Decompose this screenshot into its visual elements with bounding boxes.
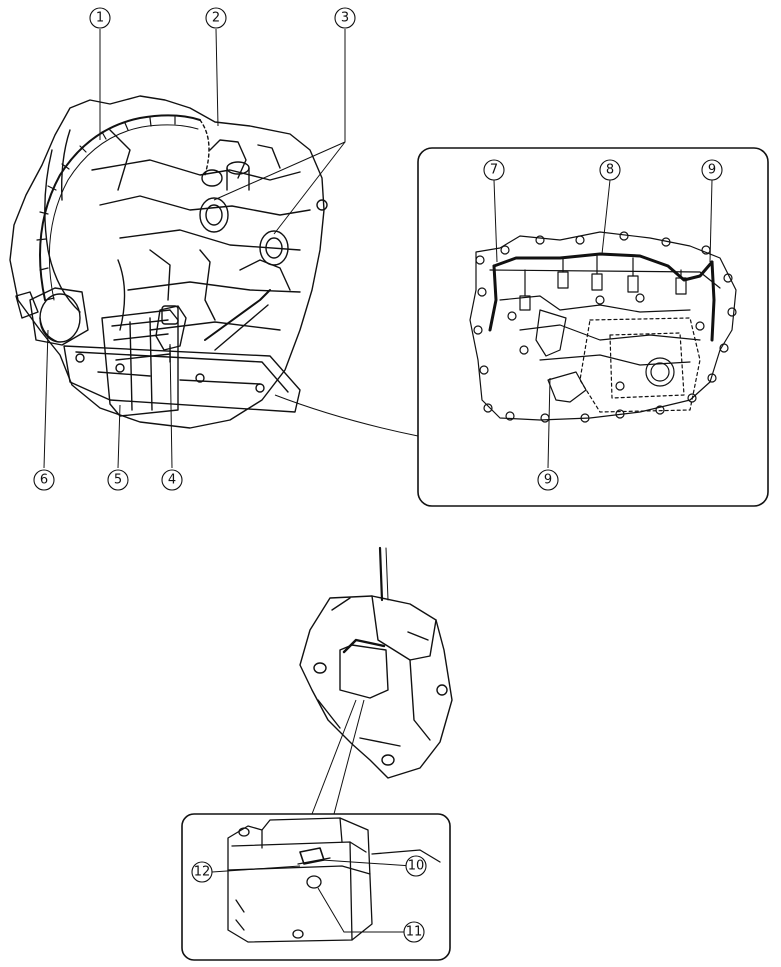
callout-7: 7 — [483, 159, 505, 181]
valve-body-bolts — [473, 231, 737, 423]
callout-2: 2 — [205, 7, 227, 29]
callout-6: 6 — [33, 469, 55, 491]
callout-4: 4 — [161, 469, 183, 491]
callout-8: 8 — [599, 159, 621, 181]
callout-2-label: 2 — [212, 11, 220, 26]
callout-12: 12 — [191, 861, 213, 883]
callout-8-label: 8 — [606, 163, 614, 178]
callout-9-bottom-label: 9 — [544, 473, 552, 488]
callout-7-label: 7 — [490, 163, 498, 178]
callout-12-label: 12 — [194, 865, 211, 880]
valve-body-inset-frame — [417, 147, 769, 507]
callout-9-top-label: 9 — [708, 163, 716, 178]
callout-3: 3 — [334, 7, 356, 29]
callout-3-label: 3 — [341, 11, 349, 26]
leader-lines — [43, 28, 713, 933]
callout-4-label: 4 — [168, 473, 176, 488]
callout-1-label: 1 — [96, 11, 104, 26]
transaxle-assembly — [9, 95, 328, 429]
callout-10: 10 — [405, 855, 427, 877]
lower-inset-connector-left — [311, 699, 357, 815]
callout-11-label: 11 — [406, 925, 423, 940]
callout-9-top: 9 — [701, 159, 723, 181]
callout-9-bottom: 9 — [537, 469, 559, 491]
callout-5-label: 5 — [114, 473, 122, 488]
lower-inset-connector-right — [333, 699, 365, 815]
valve-body-harness — [469, 231, 737, 423]
shift-lever-assembly — [299, 546, 453, 779]
callout-6-label: 6 — [40, 473, 48, 488]
inset-connector-line — [274, 394, 419, 437]
callout-1: 1 — [89, 7, 111, 29]
callout-5: 5 — [107, 469, 129, 491]
callout-11: 11 — [403, 921, 425, 943]
switch-inset-frame — [181, 813, 451, 961]
callout-10-label: 10 — [408, 859, 425, 874]
